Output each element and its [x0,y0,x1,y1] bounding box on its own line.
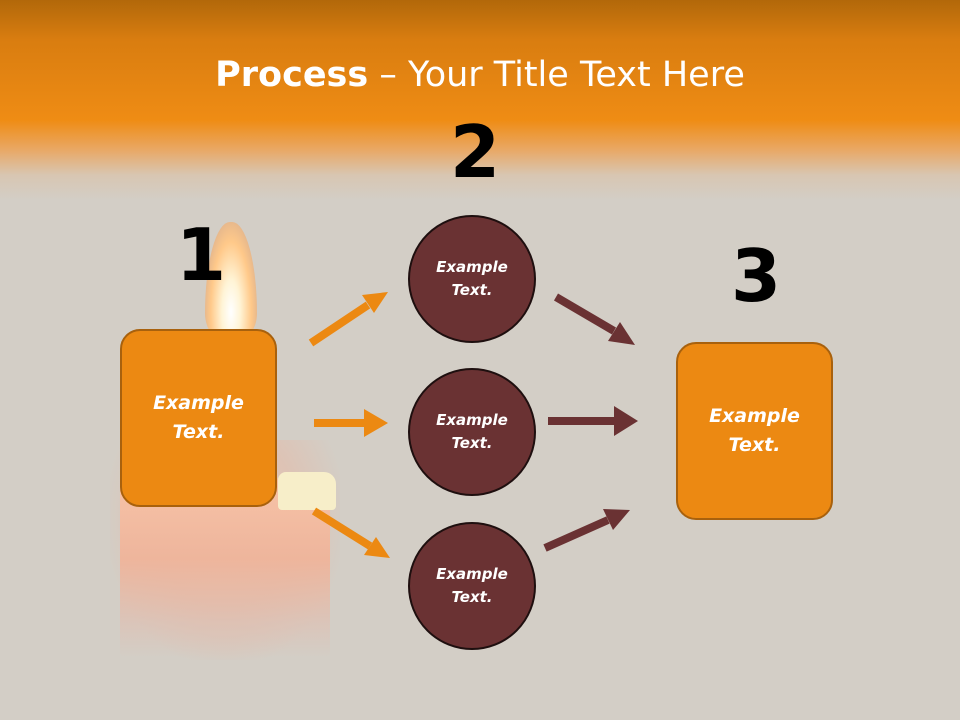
step-number-2: 2 [450,110,501,194]
arrow-to-circle-bottom [311,507,390,558]
arrow-from-circle-middle [548,406,638,436]
circle-middle: Example Text. [408,368,536,496]
candle-top [278,472,336,510]
header-band [0,0,960,200]
step1-text: Example Text. [153,392,244,443]
step-number-1: 1 [176,213,227,297]
circle-bottom-text: Example Text. [436,565,508,606]
title-bold: Process [215,55,369,95]
circle-bottom: Example Text. [408,522,536,650]
slide-title: Process – Your Title Text Here [0,52,960,98]
arrow-to-circle-top [308,292,388,347]
arrow-to-circle-middle [314,409,388,437]
step3-text: Example Text. [709,405,800,456]
circle-middle-text: Example Text. [436,411,508,452]
step-number-3: 3 [731,234,782,318]
title-rest: – Your Title Text Here [368,55,745,95]
arrow-from-circle-bottom [543,509,630,552]
circle-top-text: Example Text. [436,258,508,299]
step1-box: Example Text. [120,329,277,507]
circle-top: Example Text. [408,215,536,343]
arrow-from-circle-top [553,293,635,345]
step3-box: Example Text. [676,342,833,520]
